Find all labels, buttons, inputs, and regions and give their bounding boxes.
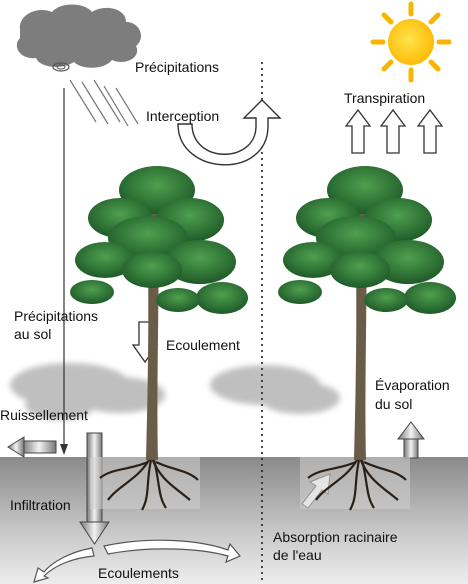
- label-ecoulement: Ecoulement: [166, 337, 240, 353]
- sun-icon: [370, 1, 452, 83]
- rain-cloud-icon: [16, 4, 141, 72]
- label-ecoulements: Ecoulements: [98, 565, 179, 581]
- tree-left: [70, 166, 248, 511]
- label-transpiration: Transpiration: [344, 90, 426, 106]
- tree-shadow-left: [10, 363, 165, 420]
- interception-arrow: [177, 99, 282, 166]
- rain-streaks: [69, 79, 139, 127]
- label-evaporation-line2: du sol: [375, 396, 413, 412]
- label-absorption-line2: de l'eau: [273, 547, 322, 563]
- label-ruissellement: Ruissellement: [0, 407, 88, 423]
- ecoulements-arrows: [33, 539, 241, 583]
- ruissellement-arrow: [7, 436, 57, 458]
- label-precipitations-sol-line1: Précipitations: [14, 308, 99, 324]
- label-precipitations-sol-line2: au sol: [14, 326, 52, 342]
- label-precipitations: Précipitations: [135, 59, 220, 75]
- precipitation-ground-arrow: [60, 88, 68, 455]
- tree-shadow-right: [210, 365, 340, 414]
- label-absorption-line1: Absorption racinaire: [273, 529, 398, 545]
- tree-right: [278, 166, 456, 511]
- label-interception: Interception: [146, 108, 220, 124]
- evaporation-arrow: [396, 421, 426, 459]
- label-infiltration: Infiltration: [10, 497, 71, 513]
- transpiration-arrows: [344, 108, 444, 154]
- label-evaporation-line1: Évaporation: [375, 377, 450, 393]
